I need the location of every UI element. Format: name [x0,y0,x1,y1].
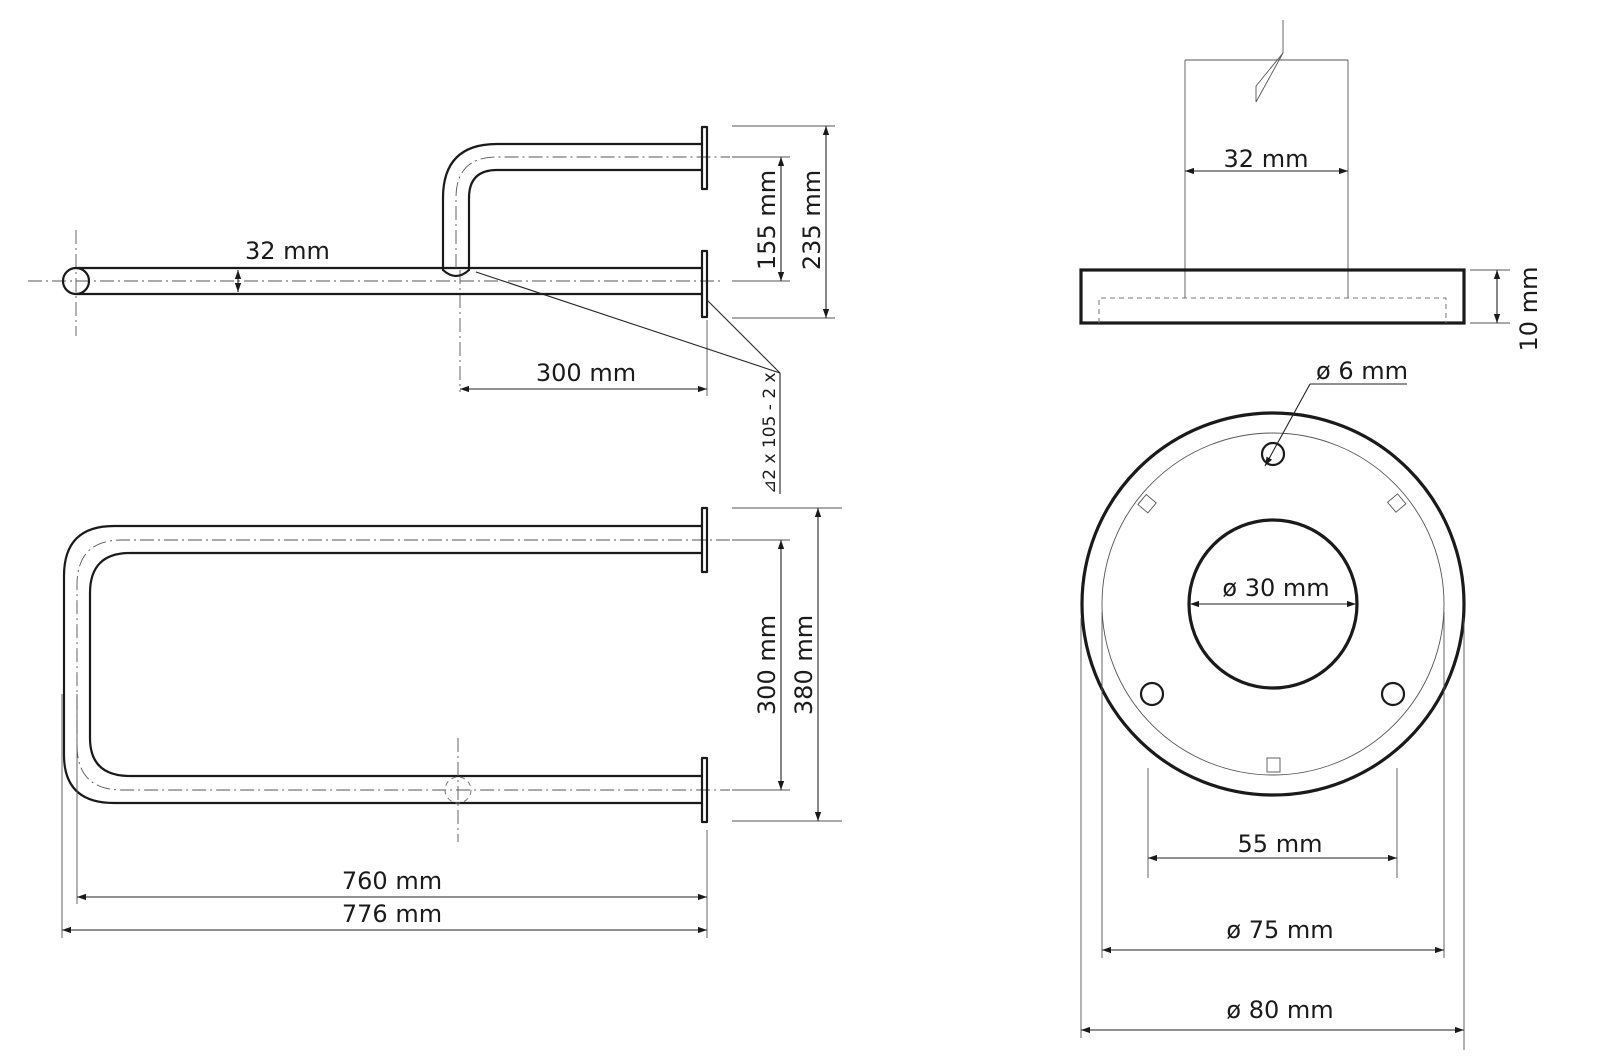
outer-width-label: 380 mm [790,615,818,715]
outer-height-label: 235 mm [798,170,826,270]
tube-diameter-label: 32 mm [245,237,330,265]
side-view: 32 mm 155 mm 235 mm 300 mm ⊿2 x 105 - 2 … [28,125,835,494]
bent-tube-outline [441,142,704,272]
outer-length-label: 776 mm [342,900,442,928]
flange-section: 32 mm 10 mm [1079,20,1543,352]
u-tube-outer [62,524,704,805]
mounting-hole-top [1260,441,1286,467]
plate-callout-label: ⊿2 x 105 - 2 x [760,372,780,494]
projection-label: 300 mm [536,359,636,387]
center-hole-label: ø 30 mm [1222,574,1329,602]
tube-width-label: 32 mm [1224,145,1309,173]
hole-spacing-label: 55 mm [1238,830,1323,858]
center-hole [1187,518,1359,690]
inner-width-label: 300 mm [753,615,781,715]
wall-plate-lower [700,249,709,319]
top-view: 300 mm 380 mm 760 mm 776 mm [61,506,842,938]
top-plate-upper [700,506,709,574]
wall-plate-upper [700,125,709,191]
top-plate-lower [700,756,709,824]
flange-outer-circle [1080,411,1466,797]
flange-plate [1079,268,1466,325]
thickness-label: 10 mm [1515,267,1543,352]
inner-length-label: 760 mm [342,867,442,895]
inner-diameter-label: ø 75 mm [1226,916,1333,944]
flange-plan: ø 6 mm ø 30 mm 55 mm ø 75 mm ø 80 mm [1080,357,1466,1050]
outer-diameter-label: ø 80 mm [1226,996,1333,1024]
mounting-hole-right [1380,681,1406,707]
hole-diameter-label: ø 6 mm [1316,357,1408,385]
inner-height-label: 155 mm [753,170,781,270]
mounting-hole-left [1139,681,1165,707]
flange-inner-circle [1101,432,1445,776]
